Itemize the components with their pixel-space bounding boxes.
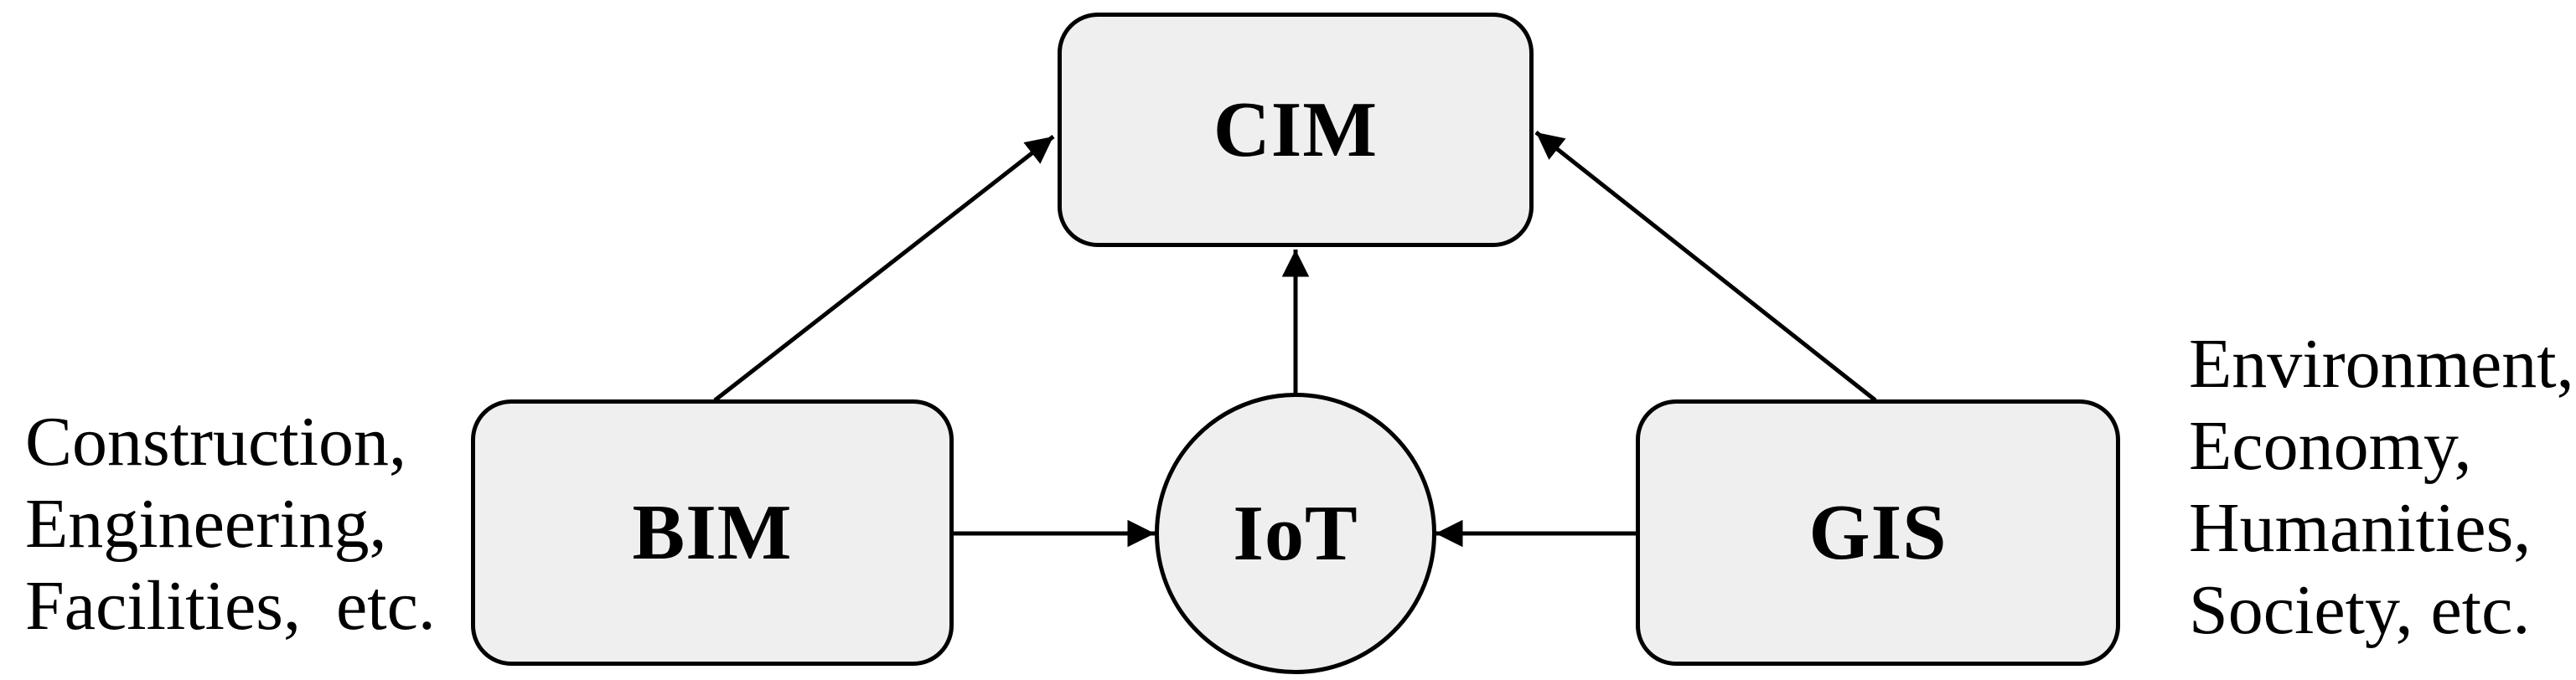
edge-gis-to-cim <box>1534 131 1877 402</box>
annotation-line: Environment, <box>2189 325 2574 403</box>
bim-domains-annotation: Construction, Engineering, Facilities, e… <box>25 401 469 647</box>
bim-node-label: BIM <box>632 489 793 576</box>
gis-domains-annotation: Environment, Economy, Humanities, Societ… <box>2189 323 2576 652</box>
iot-node-label: IoT <box>1233 490 1358 577</box>
gis-node-label: GIS <box>1808 489 1948 576</box>
annotation-line: Humanities, <box>2189 489 2532 567</box>
annotation-line: Construction, <box>25 403 406 481</box>
cim-node-label: CIM <box>1213 86 1379 173</box>
annotation-line: Economy, <box>2189 407 2472 485</box>
bim-node: BIM <box>471 399 954 666</box>
iot-node: IoT <box>1155 393 1436 674</box>
gis-node: GIS <box>1636 399 2120 666</box>
edge-bim-to-cim <box>713 135 1055 402</box>
cim-node: CIM <box>1058 13 1534 247</box>
annotation-line: Facilities, etc. <box>25 567 436 645</box>
annotation-line: Engineering, <box>25 485 387 563</box>
annotation-line: Society, etc. <box>2189 571 2531 649</box>
